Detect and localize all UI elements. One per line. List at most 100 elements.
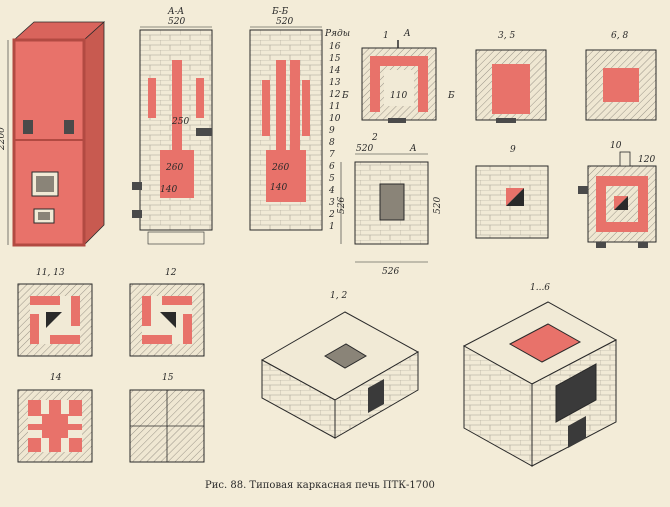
row-number: 4 [328,186,335,196]
plan-3-5-title: 3, 5 [498,31,515,41]
plan-1-inner [384,70,414,106]
section-bb-dim-grate: 140 [270,183,287,193]
damper-door-right [64,120,74,134]
plan-14-brick-top-a [41,400,49,414]
plan-6-8-title: 6, 8 [611,31,628,41]
iso-1-6-firebox-opening [508,323,582,363]
section-aa-damper [196,128,212,136]
plan-14-brick-right-a [68,416,82,424]
steel-frame [12,38,86,247]
section-aa-firebox [160,150,194,198]
plan-10-title: 10 [610,141,622,151]
row-number: 1 [329,222,335,232]
isometric-rows-1-6: 1...6 [462,283,618,467]
iso-1-2-door [368,379,384,413]
plan-14-brick-bottom-b [61,438,69,452]
plan-15: 15 [129,373,205,463]
rows-title: Ряды [324,29,350,39]
plan-1-door [388,118,406,123]
row-number: 5 [329,174,335,184]
plan-10: 10 120 [578,141,657,248]
plan-15-title: 15 [162,373,174,383]
section-bb-flue-4 [302,80,310,136]
plan-row-1: 1 A 110 Б Б [341,29,455,123]
plan-11-13-title: 11, 13 [36,268,65,278]
row-number: 10 [329,114,341,124]
iso-1-6-title: 1...6 [530,283,550,293]
plan-2-outline [354,161,429,245]
iso-1-2-title: 1, 2 [330,291,347,301]
plan-9-dark-triangle [506,188,524,206]
ash-door-window [38,212,50,220]
plan-12-red-left [142,296,151,326]
stove-side-face [83,21,105,246]
section-bb-flue-2 [276,60,286,152]
section-bb-flue-3 [290,60,300,152]
section-bb-firebox [266,150,306,202]
plan-12-dark-center [160,312,176,328]
section-aa-ash-door [132,210,142,218]
row-number: 9 [329,126,335,136]
plan-14-red-field [28,400,82,452]
plan-10-foot-right [638,242,648,248]
plan-11-13-red-left [30,314,39,344]
damper-door-left [23,120,33,134]
row-number: 16 [329,42,341,52]
plan-9: 9 [475,145,549,239]
plan-6-8: 6, 8 [585,31,657,121]
plan-12: 12 [129,268,205,357]
isometric-rows-1-2: 1, 2 [260,291,420,439]
plan-10-dark-triangle [614,196,628,210]
section-bb-dim-chamber: 260 [271,163,289,173]
plan-2-title: 2 [371,133,378,143]
plan-12-red-top [162,296,192,305]
row-number: 8 [329,138,335,148]
row-number: 3 [329,198,335,208]
firebox-door-window [36,176,54,192]
plan-10-foot-left [596,242,606,248]
plan-3-5-door [496,118,516,123]
row-number: 15 [329,54,341,64]
plan-14: 14 [17,373,93,463]
row-number: 6 [329,162,335,172]
row-number: 11 [329,102,340,112]
section-aa-dim-chamber: 260 [165,163,183,173]
plan-10-flue [619,151,631,167]
plan-9-title: 9 [510,145,516,155]
figure-caption: Рис. 88. Типовая каркасная печь ПТК-1700 [205,480,435,491]
iso-1-2-grate [324,343,367,369]
plan-2-section-mark: A [409,144,417,154]
section-aa-dim-top: 250 [171,117,189,127]
section-bb-title: Б-Б [271,7,289,17]
plan-12-title: 12 [165,268,177,278]
plan-12-red-bottom [142,335,172,344]
plan-1-title: 1 [383,31,389,41]
plan-11-13-red-top [30,296,60,305]
plan-2-width-label: 520 [356,144,373,154]
section-aa-firebox-door [132,182,142,190]
row-number: 7 [329,150,335,160]
plan-6-8-opening [603,68,639,102]
plan-11-13-red-bottom [50,335,80,344]
plan-1-side-mark-left: Б [341,91,349,101]
plan-1-side-mark-right: Б [447,91,455,101]
section-aa-central-flue [172,60,182,152]
stove-height-label: 2200 [0,127,7,151]
row-number: 13 [329,78,341,88]
row-number: 14 [329,66,341,76]
section-bb-width-label: 520 [276,17,293,27]
section-aa-flue-left [148,78,156,118]
plan-1-section-mark-top: A [403,29,411,39]
section-aa-flue-right [196,78,204,118]
row-number: 2 [328,210,335,220]
stove-exterior-view: 2200 [0,21,106,247]
plan-14-brick-bottom-a [41,438,49,452]
plan-1-dim: 110 [390,91,407,101]
plan-14-brick-top-b [61,400,69,414]
section-a-a: A-A 520 250 260 140 [132,7,213,245]
plan-2-height-label: 520 [433,197,443,214]
section-bb-flue-1 [262,80,270,136]
